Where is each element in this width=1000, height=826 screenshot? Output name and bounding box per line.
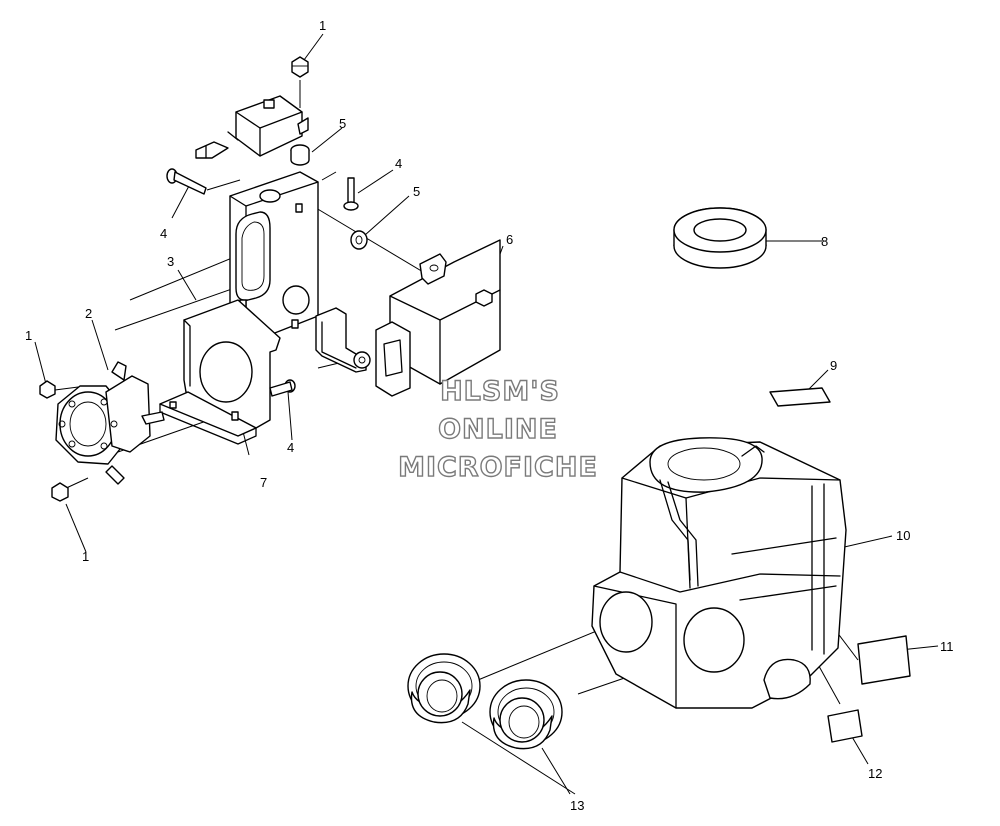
bolt-left [166,168,207,195]
callout-2: 2 [85,306,92,321]
watermark-line-1: HLSM'S [440,376,560,407]
callout-4-vertical: 4 [395,156,402,171]
callout-1-left: 1 [25,328,32,343]
callouts: 1 5 4 5 4 3 6 2 1 4 7 1 8 9 10 11 12 13 [25,18,954,813]
callout-8: 8 [821,234,828,249]
rubber-ring [673,207,767,269]
callout-4-left: 4 [160,226,167,241]
callout-4-small: 4 [287,440,294,455]
callout-9: 9 [830,358,837,373]
callout-5-mid: 5 [413,184,420,199]
callout-3: 3 [167,254,174,269]
control-module [375,239,501,397]
relay-block [195,95,309,159]
callout-10: 10 [896,528,910,543]
boot-right [489,679,563,750]
callout-6: 6 [506,232,513,247]
watermark-line-2: ONLINE [438,414,558,445]
watermark-line-3: MICROFICHE [398,452,598,483]
callout-1-bottom: 1 [82,549,89,564]
washer-strap [353,351,371,369]
callout-5-top: 5 [339,116,346,131]
watermark: HLSM'S ONLINE MICROFICHE [397,375,598,483]
nut-pump-upper [39,380,56,399]
callout-11: 11 [940,639,954,654]
decal-small [769,387,831,407]
nut-pump-lower [51,482,69,502]
callout-12: 12 [868,766,882,781]
label-large [857,635,911,685]
nut-top [291,56,309,78]
airbox [591,437,847,709]
label-small [827,709,863,743]
callout-1-top: 1 [319,18,326,33]
bolt-small [269,379,296,397]
boot-left [407,653,481,724]
spacer-top [290,144,310,166]
washer-mid [350,230,368,250]
bolt-vertical [343,177,359,211]
callout-13: 13 [570,798,584,813]
base-bracket [159,299,281,445]
fuel-pump [55,361,165,485]
upright-bracket [229,171,319,339]
callout-7: 7 [260,475,267,490]
